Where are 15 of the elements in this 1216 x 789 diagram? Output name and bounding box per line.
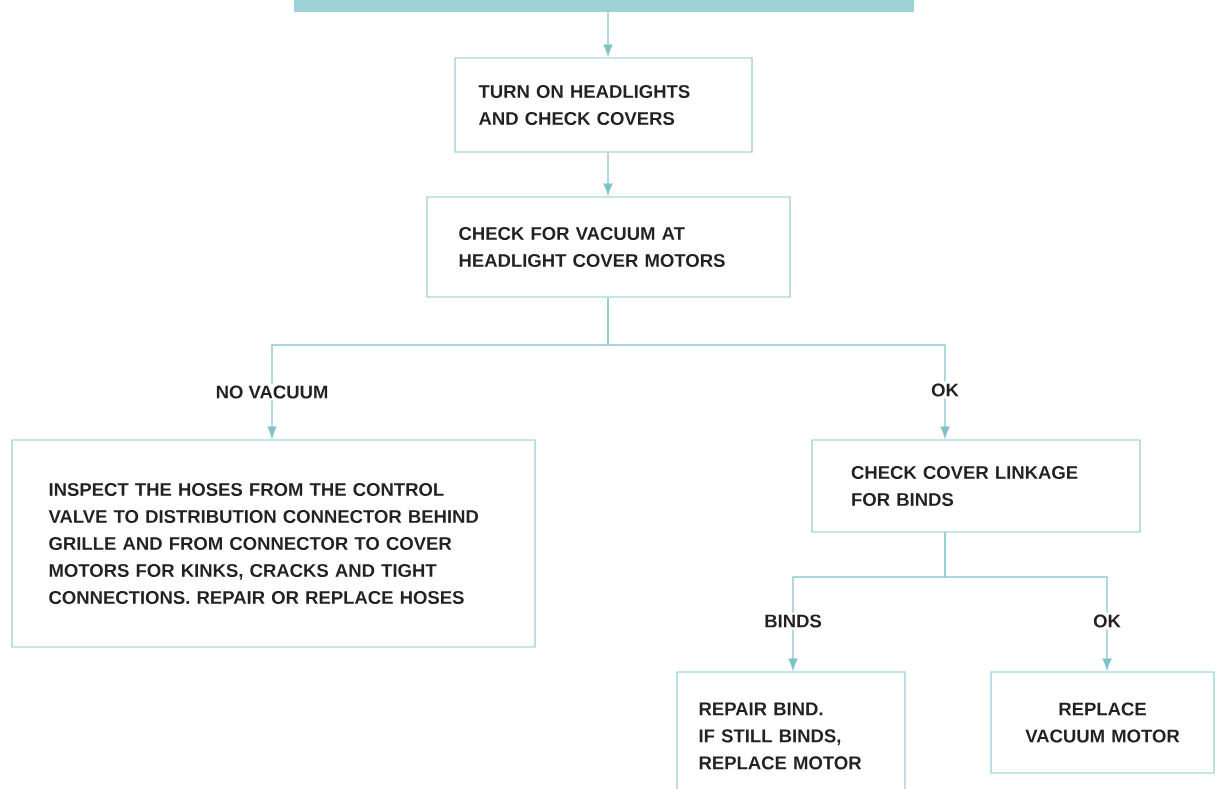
process-box: CHECK COVER LINKAGE FOR BINDS [811, 439, 1141, 533]
edge-label: OK [929, 381, 961, 399]
edge-label: OK [1091, 612, 1123, 630]
process-box: REPLACE VACUUM MOTOR [990, 671, 1215, 774]
process-box: REPAIR BIND. IF STILL BINDS, REPLACE MOTOR [676, 671, 906, 789]
process-box: INSPECT THE HOSES FROM THE CONTROL VALVE TO DISTRIBUTION CONNECTOR BEHIND GRILLE AND FROM CONNECTOR TO COVER MOTORS FOR KINKS, CRACKS AND TIGHT CONNECTIONS. REPAIR OR REPLACE HOSES [11, 439, 536, 648]
edge-label: BINDS [762, 612, 824, 630]
arrow [607, 296, 950, 438]
arrow [603, 151, 613, 195]
edge-label: NO VACUUM [213, 383, 331, 401]
process-box: CHECK FOR VACUUM AT HEADLIGHT COVER MOTORS [426, 196, 791, 298]
process-box: TURN ON HEADLIGHTS AND CHECK COVERS [454, 57, 753, 153]
arrow [603, 11, 613, 56]
header-bar [294, 0, 914, 12]
arrow [944, 531, 1112, 670]
